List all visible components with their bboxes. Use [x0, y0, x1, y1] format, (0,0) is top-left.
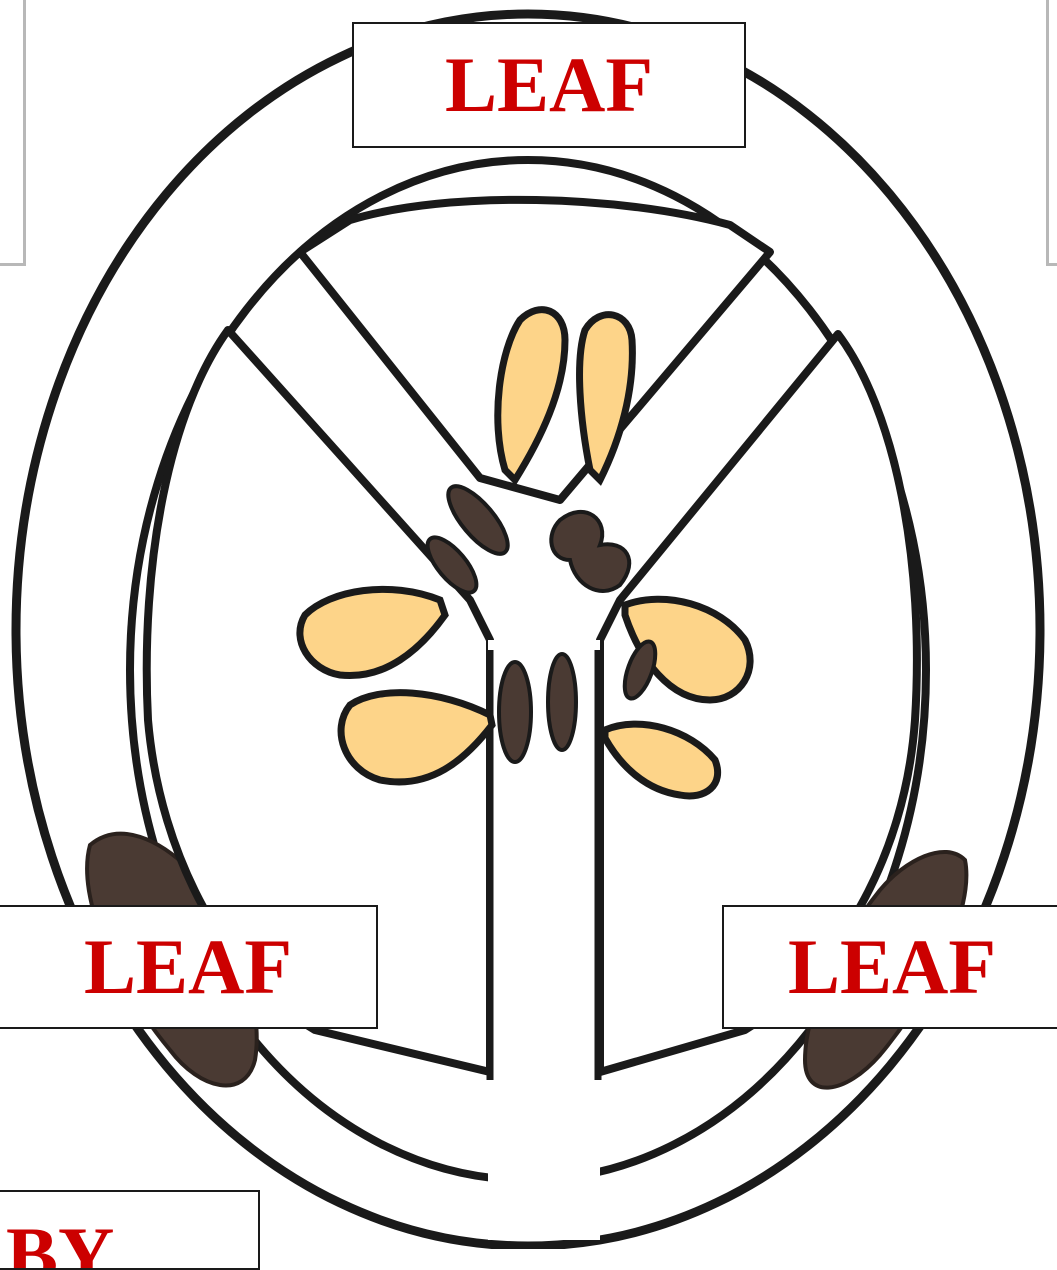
label-leaf-right: LEAF [722, 905, 1057, 1029]
anther-4 [499, 662, 531, 762]
label-bottom: BY [0, 1190, 260, 1270]
anther-5 [548, 654, 576, 750]
label-leaf-left: LEAF [0, 905, 378, 1029]
label-bottom-text: BY [6, 1216, 114, 1270]
label-leaf-top-text: LEAF [445, 46, 653, 124]
label-leaf-top: LEAF [352, 22, 746, 148]
label-leaf-right-text: LEAF [788, 928, 996, 1006]
label-leaf-left-text: LEAF [84, 928, 292, 1006]
